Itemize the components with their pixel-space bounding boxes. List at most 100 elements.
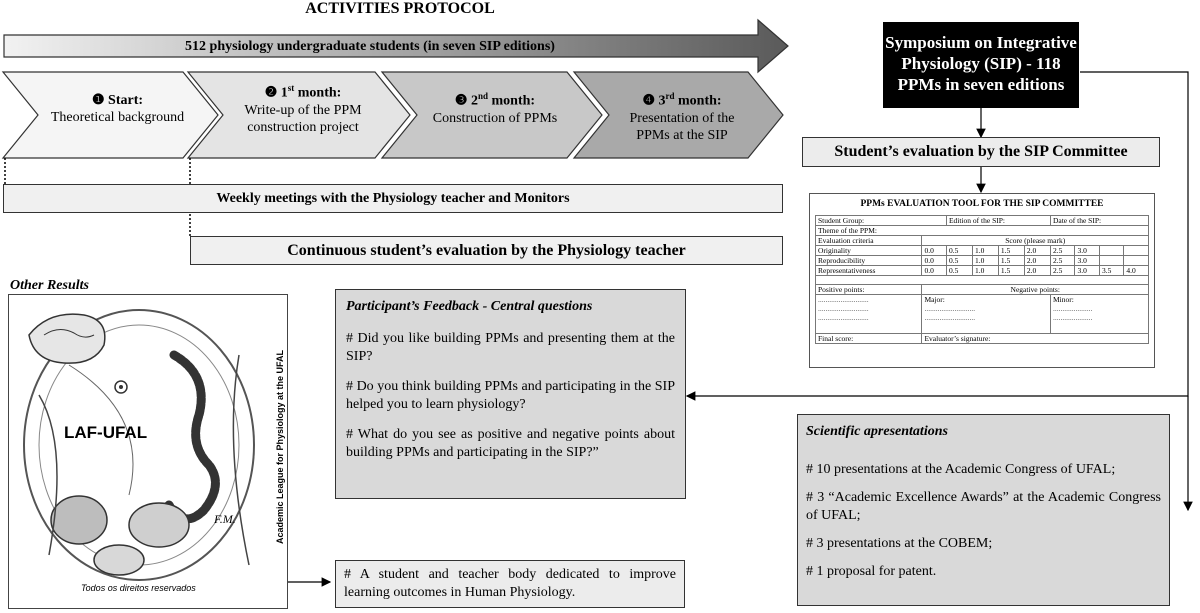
logo-side-text-wrap: Academic League for Physiology at the UF… [275, 307, 285, 597]
score-cell: 1.5 [997, 245, 1025, 256]
connector-line [1080, 71, 1189, 397]
step-text: Presentation of the PPMs at the SIP [629, 110, 735, 143]
score-cell: 3.0 [1074, 265, 1100, 276]
score-cell: 2.0 [1023, 245, 1051, 256]
score-cell: 0.0 [921, 265, 947, 276]
step-text: Theoretical background [50, 110, 185, 125]
scientific-title: Scientific apresentations [806, 424, 948, 439]
score-cell: 2.0 [1023, 255, 1051, 266]
criteria-row: Reproducibility 0.0 0.5 1.0 1.5 2.0 2.5 … [814, 255, 1149, 266]
criteria-row: Representativeness 0.0 0.5 1.0 1.5 2.0 2… [814, 265, 1149, 276]
score-cell [1123, 245, 1149, 256]
banner-text: 512 physiology undergraduate students (i… [185, 39, 555, 54]
score-cell: 0.0 [921, 245, 947, 256]
outcome-box: # A student and teacher body dedicated t… [335, 560, 685, 608]
other-results-label: Other Results [10, 278, 89, 293]
committee-eval-box: Student’s evaluation by the SIP Committe… [802, 137, 1160, 167]
scientific-item: # 1 proposal for patent. [806, 564, 937, 579]
feedback-question: # Do you think building PPMs and partici… [346, 379, 675, 412]
criteria-header: Evaluation criteria [814, 235, 923, 246]
scientific-item: # 10 presentations at the Academic Congr… [806, 462, 1116, 477]
score-cell: 3.0 [1074, 245, 1100, 256]
step-title-rest: month: [674, 93, 722, 109]
score-cell: 1.5 [997, 255, 1025, 266]
weekly-meetings-bar: Weekly meetings with the Physiology teac… [3, 184, 783, 213]
criteria-row: Originality 0.0 0.5 1.0 1.5 2.0 2.5 3.0 [814, 245, 1149, 256]
step-title-sup: st [287, 83, 295, 93]
evaluation-tool-title: PPMs EVALUATION TOOL FOR THE SIP COMMITT… [860, 199, 1104, 209]
final-score-label: Final score: [814, 333, 923, 344]
step-title: 3 [658, 93, 666, 109]
logo-rights: Todos os direitos reservados [81, 583, 196, 593]
signature-label: Evaluator’s signature: [921, 333, 1149, 344]
step-title-rest: month: [294, 85, 342, 101]
score-cell: 1.0 [971, 255, 999, 266]
logo-side-text: Academic League for Physiology at the UF… [275, 349, 285, 545]
logo-box: F.M. LAF-UFAL Academic League for Physio… [8, 294, 288, 609]
step-4: ❹ 3rd month: Presentation of the PPMs at… [612, 88, 752, 144]
major-label: Major: [924, 295, 945, 305]
scientific-item: # 3 “Academic Excellence Awards” at the … [806, 490, 1161, 523]
score-cell: 0.5 [945, 255, 973, 266]
score-cell [1098, 245, 1125, 256]
feedback-question: # Did you like building PPMs and present… [346, 331, 675, 364]
step-title: Start: [108, 93, 144, 108]
scientific-item: # 3 presentations at the COBEM; [806, 536, 993, 551]
minor-area: Minor:..................................… [1049, 294, 1150, 334]
theme-label: Theme of the PPM: [815, 225, 1149, 236]
score-cell: 2.5 [1049, 255, 1076, 266]
criteria-name: Reproducibility [814, 255, 923, 266]
step-text: Construction of PPMs [432, 110, 558, 126]
score-cell: 2.5 [1049, 265, 1076, 276]
score-cell: 1.5 [997, 265, 1025, 276]
logo-signature: F.M. [213, 512, 236, 526]
criteria-name: Originality [814, 245, 923, 256]
feedback-panel: Participant’s Feedback - Central questio… [335, 289, 686, 499]
symposium-box: Symposium on Integrative Physiology (SIP… [883, 22, 1079, 108]
step-number-icon: ❹ [642, 93, 655, 109]
step-3: ❸ 2nd month: Construction of PPMs [425, 88, 565, 127]
score-cell: 0.5 [945, 245, 973, 256]
positive-points-area: ........................................… [814, 294, 923, 334]
step-1: ❶ Start: Theoretical background [45, 92, 190, 126]
score-header: Score (please mark) [921, 235, 1149, 246]
scientific-panel: Scientific apresentations # 10 presentat… [797, 414, 1170, 606]
step-number-icon: ❸ [454, 93, 468, 109]
chevron-step-1 [1, 71, 219, 159]
step-number-icon: ❶ [91, 93, 105, 108]
score-cell: 2.5 [1049, 245, 1076, 256]
continuous-eval-bar: Continuous student’s evaluation by the P… [190, 236, 783, 265]
step-title-sup: rd [665, 91, 675, 101]
positive-points-label: Positive points: [814, 284, 923, 295]
score-cell: 0.5 [945, 265, 973, 276]
major-area: Major:..................................… [921, 294, 1051, 334]
date-label: Date of the SIP: [1049, 215, 1150, 226]
step-title: 2 [470, 93, 478, 109]
step-title-rest: month: [488, 93, 536, 109]
score-cell: 2.0 [1023, 265, 1051, 276]
score-cell [1098, 255, 1125, 266]
step-2: ❷ 1st month: Write-up of the PPM constru… [228, 80, 378, 136]
minor-label: Minor: [1052, 295, 1074, 305]
evaluation-table: Student Group: Edition of the SIP: Date … [814, 215, 1150, 344]
chevron-step-4 [572, 71, 784, 159]
logo-name: LAF-UFAL [64, 423, 148, 442]
score-cell: 3.0 [1074, 255, 1100, 266]
step-title-sup: nd [477, 91, 488, 101]
edition-label: Edition of the SIP: [945, 215, 1051, 226]
anatomy-illustration: F.M. [23, 309, 255, 581]
step-number-icon: ❷ [264, 85, 278, 101]
chevron-step-2 [186, 71, 411, 159]
evaluation-tool: PPMs EVALUATION TOOL FOR THE SIP COMMITT… [809, 193, 1155, 368]
score-cell: 1.0 [971, 265, 999, 276]
score-cell: 3.5 [1098, 265, 1125, 276]
step-text: Write-up of the PPM construction project [244, 102, 362, 135]
score-cell: 1.0 [971, 245, 999, 256]
chevron-step-3 [380, 71, 603, 159]
criteria-name: Representativeness [814, 265, 923, 276]
score-cell [1123, 255, 1149, 266]
score-cell: 4.0 [1123, 265, 1149, 276]
feedback-question: # What do you see as positive and negati… [346, 427, 675, 460]
